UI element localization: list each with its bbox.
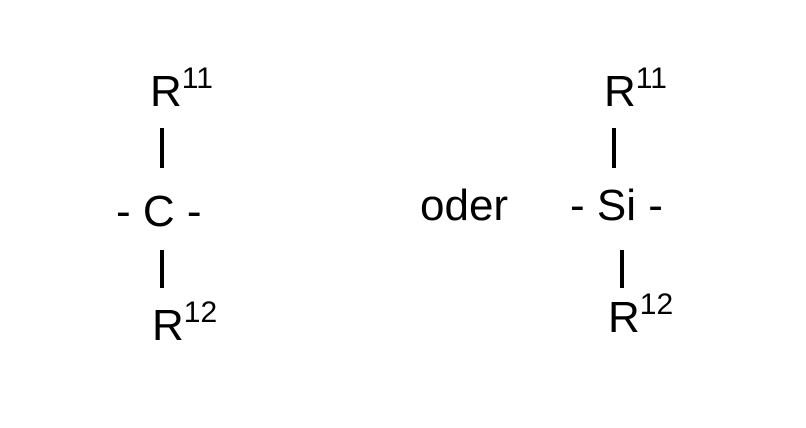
silicon-top-superscript: 11 <box>636 62 667 95</box>
carbon-bottom-superscript: 12 <box>184 296 217 329</box>
silicon-bottom-substituent: R12 <box>608 296 673 340</box>
carbon-bottom-bond <box>160 250 164 288</box>
silicon-bottom-bond <box>620 250 624 288</box>
conjunction-text: oder <box>420 184 508 228</box>
silicon-top-bond <box>612 128 616 168</box>
silicon-center: - Si - <box>570 184 663 228</box>
carbon-top-substituent: R11 <box>150 70 213 114</box>
carbon-top-bond <box>160 128 164 168</box>
carbon-bottom-substituent: R12 <box>152 304 217 348</box>
carbon-top-superscript: 11 <box>182 62 213 95</box>
carbon-center: - C - <box>116 190 202 234</box>
silicon-bottom-superscript: 12 <box>640 288 673 321</box>
silicon-top-substituent: R11 <box>604 70 667 114</box>
